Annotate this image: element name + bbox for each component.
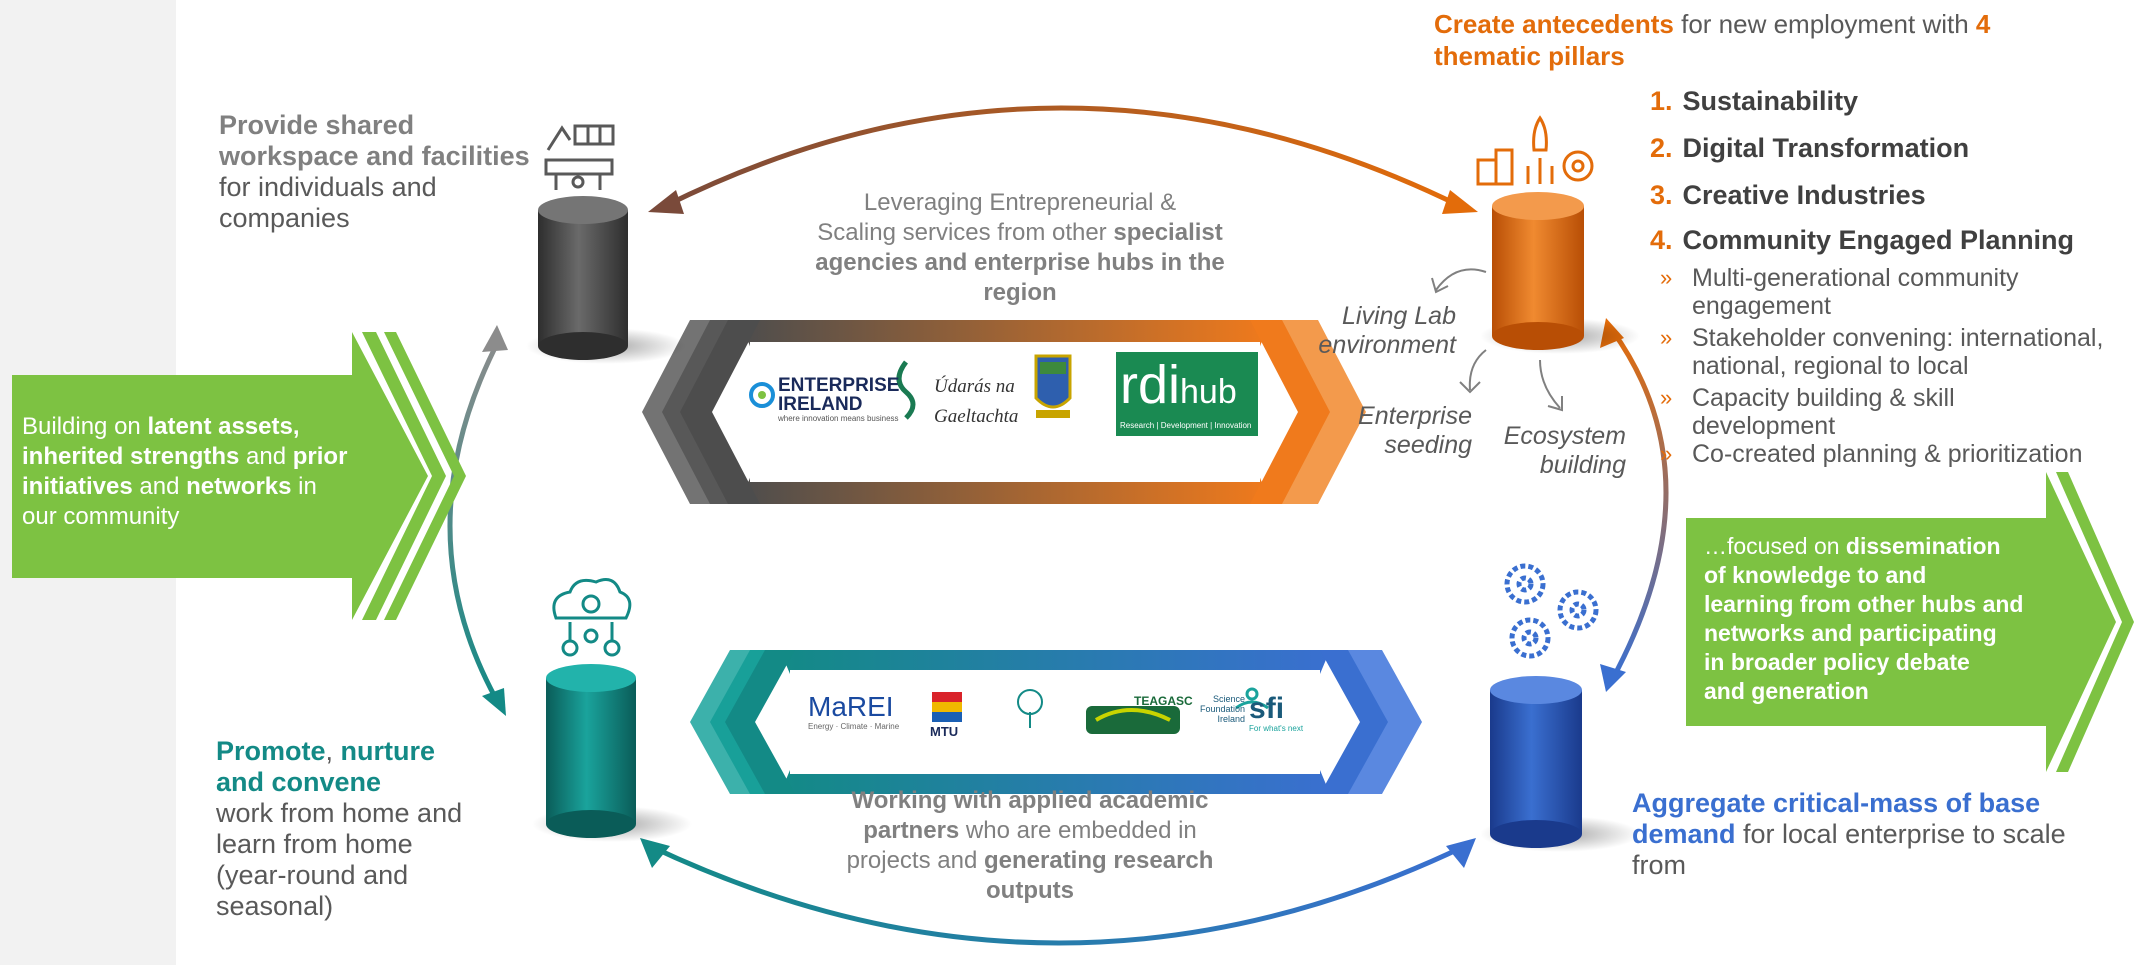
academic-text: Working with applied academic partners w… [846, 787, 1214, 904]
udaras-logo-mark [896, 360, 916, 420]
left-connector-arrow [447, 325, 508, 716]
antecedents-cylinder [1480, 192, 1640, 354]
shared-workspace-bold-2: workspace and facilities [219, 141, 530, 171]
tree-logo-mark [1017, 689, 1043, 728]
county-crest-logo [1034, 354, 1072, 418]
living-lab-arrow-icon [1431, 268, 1487, 294]
antecedents-text: Create antecedents for new employment wi… [1434, 8, 1990, 72]
shared-workspace-text: Provide shared workspace and facilities … [219, 110, 530, 234]
shared-workspace-rest-1: for individuals and [219, 172, 437, 202]
pillar-item: 1.Sustainability [1650, 86, 1859, 116]
promote-text: Promote, nurture and convene work from h… [216, 736, 463, 921]
sub-point: »Stakeholder convening: international,na… [1660, 324, 2104, 380]
pillar-item: 2.Digital Transformation [1650, 133, 1970, 163]
teagasc-logo: TEAGASC [1134, 694, 1193, 708]
antecedents-num: 4 [1975, 9, 1991, 39]
community-cloud-icon [552, 578, 632, 657]
udaras-logo: Údarás na Gaeltachta [934, 376, 1019, 427]
top-connector-arrow [648, 105, 1478, 214]
aggregate-cylinder [1480, 676, 1640, 852]
pillar-item: 4.Community Engaged Planning [1650, 225, 2075, 255]
shared-workspace-bold-1: Provide shared [219, 110, 415, 140]
workspace-desk-icon [544, 124, 615, 190]
bottom-partner-arrow-band [690, 650, 1422, 794]
antecedents-mid: for new employment with [1673, 9, 1976, 39]
aggregate-text: Aggregate critical-mass of base demand f… [1632, 788, 2066, 880]
focused-on-green-arrow [1686, 472, 2134, 772]
sub-point: »Co-created planning & prioritization [1660, 440, 2083, 468]
pillar-item: 3.Creative Industries [1650, 180, 1926, 210]
shared-workspace-rest-2: companies [219, 203, 350, 233]
sfi-logo: Science Foundation Ireland sfi For what'… [1200, 692, 1304, 734]
marei-logo: MaREI Energy · Climate · Marine [808, 691, 900, 732]
promote-cylinder [532, 664, 692, 842]
enterprise-ireland-logo-mark [749, 382, 775, 408]
antecedents-line-2: thematic pillars [1434, 41, 1625, 71]
innovation-city-icon [1476, 115, 1594, 186]
teagasc-logo-mark [1086, 706, 1180, 734]
rdi-hub-logo-box [1116, 352, 1258, 436]
enterprise-seeding-arrow-icon [1459, 349, 1487, 394]
antecedents-bold: Create antecedents [1434, 9, 1674, 39]
mtu-logo: MTU [930, 724, 959, 739]
network-gears-icon [1504, 563, 1599, 659]
focused-on-text: …focused on dissemination of knowledge t… [1704, 533, 2024, 704]
mtu-logo-mark [932, 692, 962, 722]
ecosystem-building-arrow-icon [1539, 359, 1563, 412]
sfi-logo-mark [1235, 687, 1269, 710]
leveraging-text: Leveraging Entrepreneurial & Scaling ser… [815, 189, 1225, 306]
workspace-cylinder [526, 196, 686, 364]
building-on-green-arrow [12, 332, 466, 620]
bottom-connector-arrow [640, 838, 1476, 946]
building-on-text: Building on latent assets, inherited str… [22, 413, 348, 530]
right-connector-arrow [1600, 318, 1669, 692]
enterprise-ireland-logo: ENTERPRISE IRELAND where innovation mean… [778, 375, 900, 423]
rdi-hub-logo: rdihub Research | Development | Innovati… [1120, 355, 1252, 430]
